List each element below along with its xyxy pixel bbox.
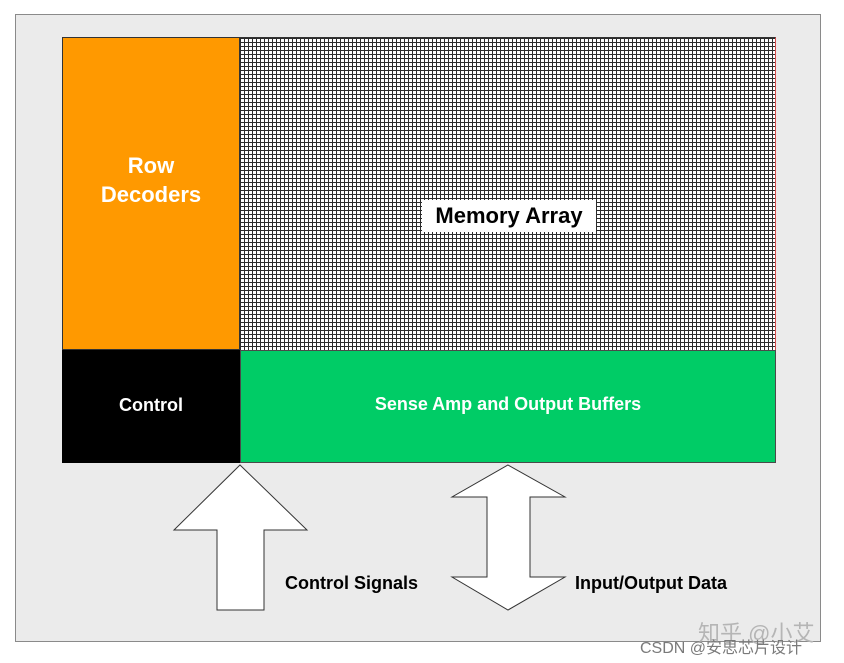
sense-amp-label: Sense Amp and Output Buffers [374, 394, 642, 414]
watermark-line1: 知乎 @小艾 [698, 621, 815, 646]
watermark-line2: CSDN @安思芯片设计 [640, 640, 803, 657]
sense-amp-block: Sense Amp and Output Buffers [240, 350, 776, 463]
control-label: Control [119, 395, 183, 415]
memory-array-grid [240, 37, 776, 350]
up-arrow-icon [172, 464, 309, 611]
double-vertical-arrow-icon [450, 464, 567, 611]
row-decoders-label: Row Decoders [100, 152, 202, 207]
io-data-label: Input/Output Data [575, 573, 727, 593]
watermark: 知乎 @小艾 CSDN @安思芯片设计 [640, 616, 835, 658]
row-decoders-block: Row Decoders [62, 37, 240, 350]
control-signals-label: Control Signals [285, 573, 419, 593]
memory-array-label: Memory Array [422, 200, 596, 232]
control-block: Control [62, 350, 240, 463]
